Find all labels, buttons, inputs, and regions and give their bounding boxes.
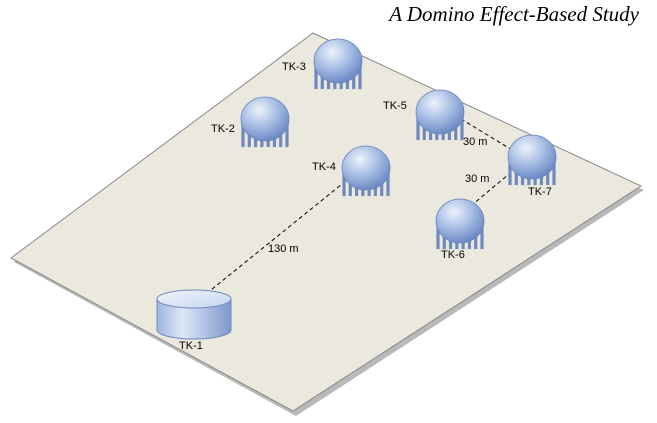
tank-tk1-cylinder bbox=[156, 289, 232, 340]
tank-support-leg bbox=[508, 160, 512, 186]
tank-support-leg bbox=[279, 125, 283, 148]
tank-label-tk2: TK-2 bbox=[211, 123, 235, 135]
tank-support-leg bbox=[442, 227, 446, 250]
tank-support-leg bbox=[314, 64, 318, 90]
tank-tk3-sphere bbox=[313, 38, 363, 90]
distance-label-tk6-tk7: 30 m bbox=[465, 173, 489, 185]
tank-support-leg bbox=[422, 118, 426, 141]
tank-label-tk6: TK-6 bbox=[441, 249, 465, 261]
tank-support-leg bbox=[480, 224, 484, 250]
tank-support-leg bbox=[546, 163, 550, 186]
tank-tk7-sphere bbox=[507, 134, 557, 186]
tank-support-leg bbox=[514, 163, 518, 186]
tank-support-leg bbox=[460, 115, 464, 141]
tank-support-leg bbox=[348, 174, 352, 197]
tank-support-leg bbox=[552, 160, 556, 186]
tank-label-tk1: TK-1 bbox=[179, 340, 203, 352]
figure-caption-title: A Domino Effect-Based Study bbox=[389, 2, 639, 26]
tank-tk5-sphere bbox=[415, 89, 465, 141]
tank-label-tk4: TK-4 bbox=[312, 161, 336, 173]
tank-label-tk5: TK-5 bbox=[383, 100, 407, 112]
tank-support-leg bbox=[285, 122, 289, 148]
distance-label-tk1-tk4: 130 m bbox=[268, 243, 299, 255]
tank-support-leg bbox=[416, 115, 420, 141]
tank-label-tk7: TK-7 bbox=[528, 186, 552, 198]
tank-support-leg bbox=[358, 64, 362, 90]
tank-support-leg bbox=[474, 227, 478, 250]
tank-tk4-sphere bbox=[341, 145, 391, 197]
tank-support-leg bbox=[454, 118, 458, 141]
tank-support-leg bbox=[436, 224, 440, 250]
tank-tk6-sphere bbox=[435, 198, 485, 250]
tank-support-leg bbox=[386, 171, 390, 197]
tank-support-leg bbox=[380, 174, 384, 197]
tank-support-leg bbox=[352, 67, 356, 90]
tank-support-leg bbox=[247, 125, 251, 148]
tank-label-tk3: TK-3 bbox=[282, 61, 306, 73]
tank-support-leg bbox=[241, 122, 245, 148]
tank-tk2-sphere bbox=[240, 96, 290, 148]
distance-line-tk1-tk4 bbox=[201, 176, 352, 298]
tank-support-leg bbox=[320, 67, 324, 90]
ground-plate bbox=[10, 32, 643, 412]
tank-support-leg bbox=[342, 171, 346, 197]
distance-label-tk5-tk7: 30 m bbox=[463, 136, 487, 148]
